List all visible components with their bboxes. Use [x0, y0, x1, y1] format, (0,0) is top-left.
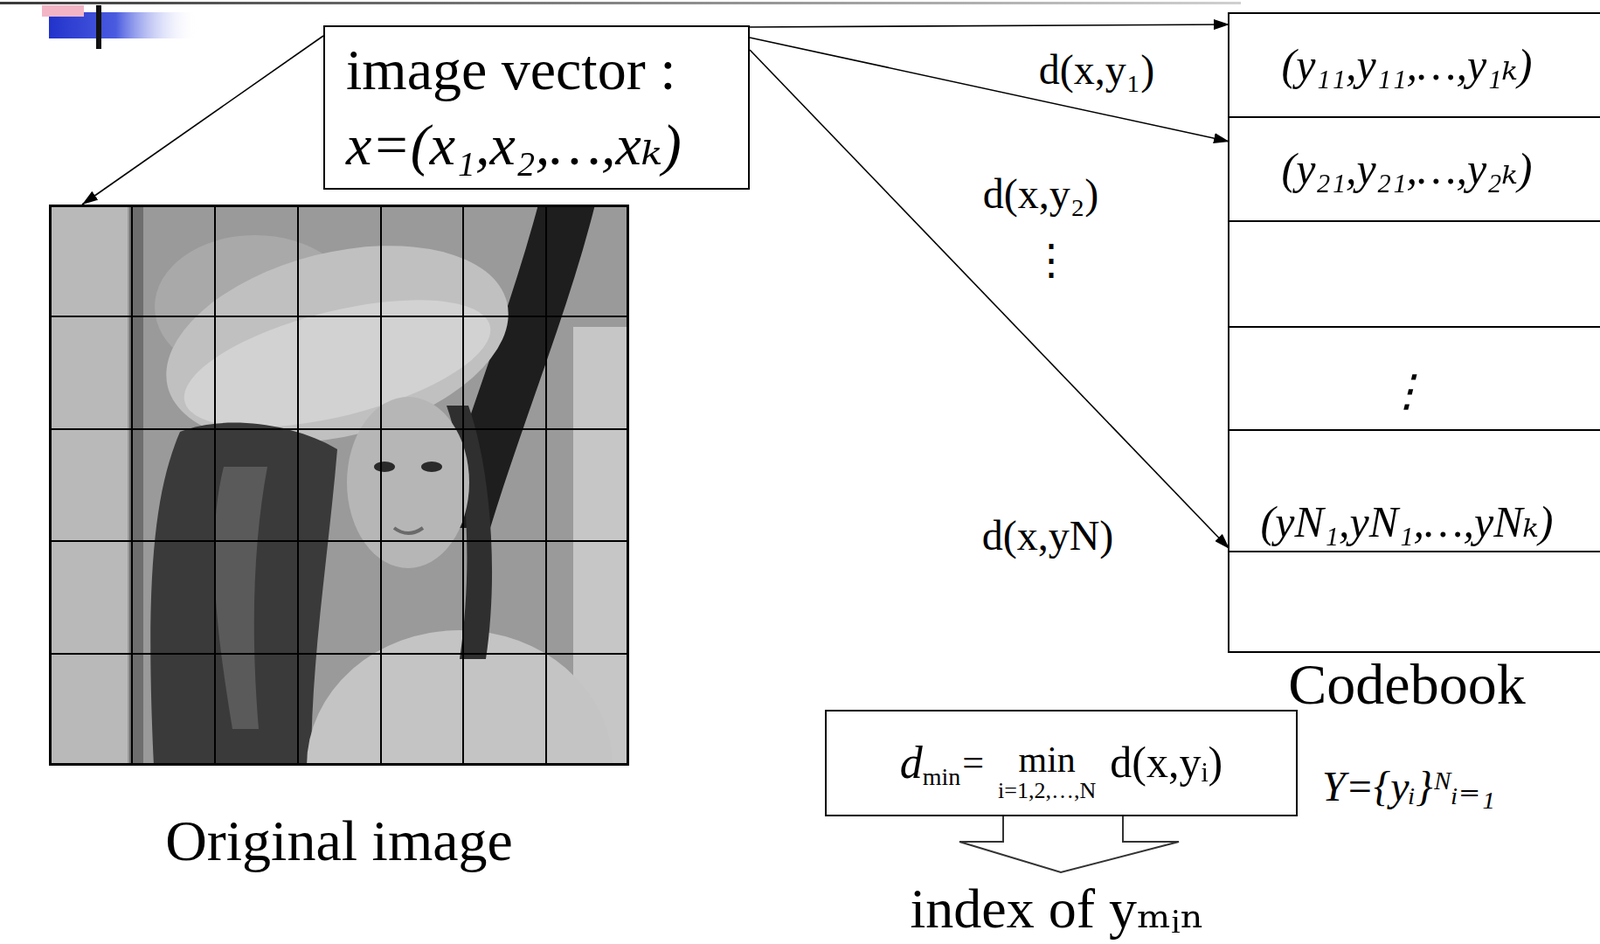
- formula-part: i=1,2,…,N: [997, 778, 1096, 803]
- top-rule: [0, 1, 1241, 5]
- hollow-arrow: [959, 815, 1179, 873]
- vector-formula: x=(x₁,x₂,…,xₖ): [346, 107, 682, 183]
- codeword-row: (y₁₁,y₁₁,…,y₁ₖ): [1229, 13, 1600, 118]
- logo-stem: [96, 5, 102, 49]
- ellipsis-label: ⋮: [1027, 237, 1075, 284]
- formula-part: d: [900, 736, 923, 790]
- formula-part: min: [922, 762, 962, 791]
- original-image-illustration: [48, 204, 630, 766]
- image-caption: Original image: [48, 805, 630, 875]
- distance-label: d(x,yN): [979, 512, 1117, 560]
- formula-part: d(x,yᵢ): [1109, 737, 1223, 789]
- distance-label: d(x,y₂): [980, 171, 1102, 218]
- connector-arrow: [749, 37, 1230, 142]
- formula-part: min: [1018, 740, 1076, 779]
- codeword-text: (yN₁,yN₁,…,yNₖ): [1260, 497, 1554, 548]
- codeword-row: ⋮: [1229, 325, 1600, 431]
- connector-arrow: [82, 35, 324, 205]
- codebook-frame: (y₁₁,y₁₁,…,y₁ₖ) (y₂₁,y₂₁,…,y₂ₖ) ⋮ (yN₁,yN₁,…: [1227, 12, 1600, 653]
- connector-arrow: [749, 49, 1230, 549]
- formula-part: =: [962, 741, 984, 786]
- codeword-text: (y₂₁,y₂₁,…,y₂ₖ): [1281, 144, 1533, 195]
- box-heading: image vector :: [346, 32, 677, 108]
- codeword-text: (y₁₁,y₁₁,…,y₁ₖ): [1281, 40, 1533, 91]
- output-index-label: index of yₘᵢₙ: [907, 878, 1208, 940]
- min-operator-stack: mini=1,2,…,N: [997, 740, 1096, 803]
- codeword-text: ⋮: [1385, 366, 1429, 417]
- formula-row: dmin=mini=1,2,…,Nd(x,yᵢ): [900, 731, 1224, 794]
- logo-pink: [41, 5, 84, 17]
- distance-label: d(x,y₁): [1036, 47, 1158, 94]
- original-image: Original image: [48, 204, 630, 875]
- codeword-row: (yN₁,yN₁,…,yNₖ): [1229, 430, 1600, 553]
- vector-box: image vector :x=(x₁,x₂,…,xₖ): [323, 25, 750, 190]
- table-caption: Codebook: [1227, 652, 1600, 717]
- connector-arrow: [749, 24, 1230, 28]
- codeword-row: (y₂₁,y₂₁,…,y₂ₖ): [1229, 117, 1600, 222]
- codebook-set-label: Y={yᵢ}ᴺᵢ₌₁: [1319, 763, 1498, 811]
- codebook-table: (y₁₁,y₁₁,…,y₁ₖ) (y₂₁,y₂₁,…,y₂ₖ) ⋮ (yN₁,yN₁,…: [1227, 12, 1600, 717]
- min-distance-box: dmin=mini=1,2,…,Nd(x,yᵢ): [824, 709, 1298, 817]
